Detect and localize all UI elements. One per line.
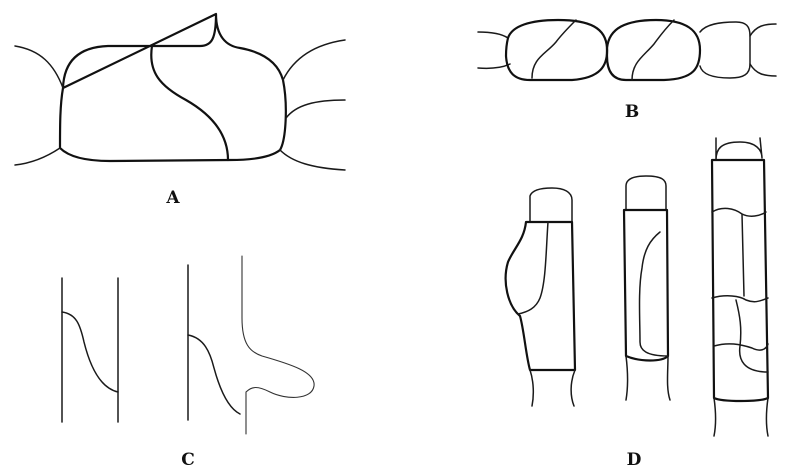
- panel-d-drawing: [504, 137, 770, 437]
- panel-a-label: A: [165, 188, 180, 208]
- panel-c-right-filament-septum: [187, 334, 241, 415]
- panel-c-label: C: [181, 450, 195, 470]
- panel-b-cell-1: [504, 18, 609, 82]
- panel-b-cell-3: [699, 21, 751, 79]
- panel-d-filament-1-top-cell: [529, 187, 573, 223]
- panel-b-cell-4: [749, 23, 777, 77]
- panel-d-filament-2-septum: [638, 231, 669, 357]
- panel-d-filament-3-bottom-cell: [713, 397, 769, 437]
- panel-a-right-neighbour-bottom: [279, 149, 346, 171]
- panel-d-filament-3-septum-upper: [711, 207, 767, 297]
- panel-a-main-cell-wall: [58, 12, 287, 163]
- panel-b-label: B: [625, 102, 639, 122]
- panel-a-oblique-septum: [150, 44, 230, 162]
- panel-a-left-neighbour-lower: [14, 147, 61, 166]
- panel-d-filament-2-bottom-cell: [625, 355, 671, 401]
- panel-a-right-neighbour-mid: [285, 99, 346, 119]
- panel-d-filament-3-septum-mid: [711, 295, 769, 303]
- panel-b-cell-1-septum: [531, 19, 577, 79]
- panel-d-filament-2-top-cell: [625, 175, 667, 211]
- panel-b-cell-2-septum: [631, 19, 675, 81]
- panel-d-filament-3-top-cell: [715, 137, 763, 161]
- panel-d-filament-1-septum: [517, 221, 549, 315]
- panel-a-right-neighbour-top: [282, 39, 346, 81]
- panel-c-drawing: [61, 255, 315, 435]
- panel-d-label: D: [627, 450, 642, 470]
- panel-c-left-filament-septum: [61, 311, 119, 393]
- panel-a-left-neighbour-upper: [14, 45, 64, 89]
- panel-d-filament-1-main-cell: [504, 220, 577, 372]
- panel-d-filament-3-septum-lower: [713, 299, 769, 373]
- panel-b-cell-2: [605, 18, 702, 82]
- panel-d-filament-1-bottom-cell: [529, 369, 576, 407]
- panel-d-filament-2-main-cell: [622, 208, 670, 362]
- panel-a-drawing: [14, 12, 346, 171]
- panel-c-right-filament-outgrowth: [241, 255, 315, 435]
- panel-d-filament-3-main-cell: [710, 158, 770, 403]
- panel-b-drawing: [477, 18, 777, 82]
